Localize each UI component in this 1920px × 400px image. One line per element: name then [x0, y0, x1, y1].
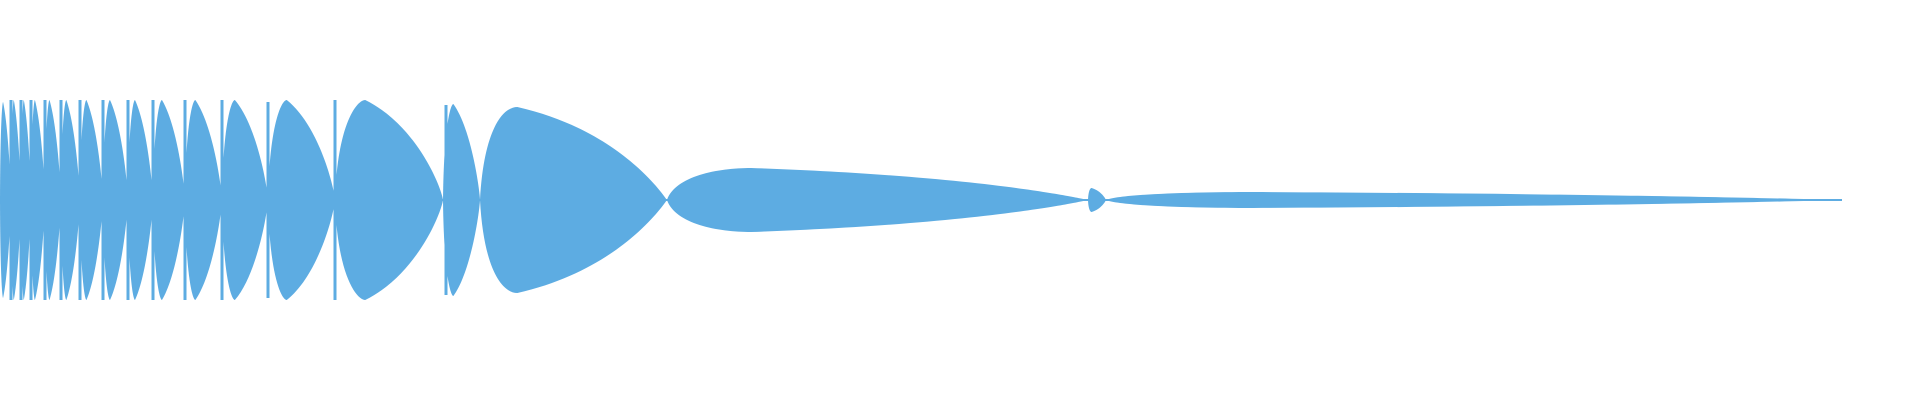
waveform-centerline — [0, 199, 1842, 201]
waveform-envelope — [0, 100, 1842, 300]
